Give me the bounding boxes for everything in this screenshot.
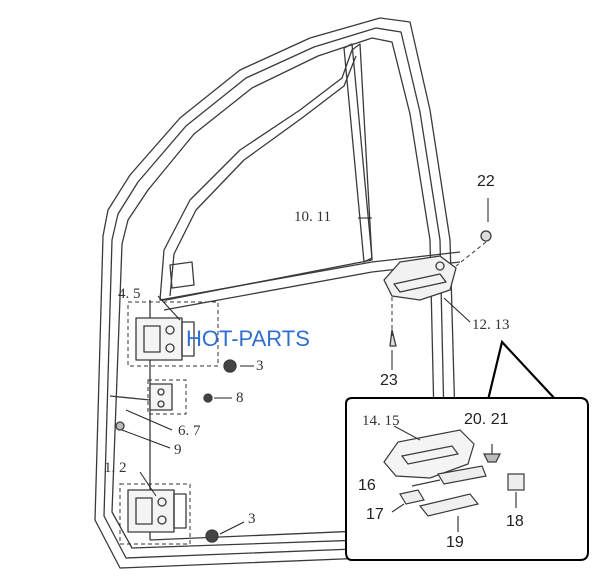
screw-23-drawing — [389, 329, 397, 347]
screw-9-drawing — [115, 421, 125, 431]
detail-inset — [345, 397, 589, 561]
watermark-text: HOT-PARTS — [186, 326, 310, 351]
door-outer-frame — [94, 17, 456, 569]
label-nut-22: 22 — [477, 173, 495, 190]
label-detail-16: 16 — [358, 477, 376, 494]
dashed-box-checker — [147, 379, 187, 415]
label-bolt-8: 8 — [236, 390, 244, 406]
bolt-8-drawing — [203, 393, 213, 403]
sash-pillar — [343, 43, 373, 263]
detail-cap-17 — [391, 489, 425, 513]
mirror-mount — [169, 261, 195, 289]
upper-hinge — [135, 317, 195, 361]
detail-pointer — [486, 339, 557, 401]
label-checker: 6. 7 — [178, 423, 201, 439]
label-bolt-3b: 3 — [248, 511, 256, 527]
label-screw-23: 23 — [380, 372, 398, 389]
label-handle-assembly: 12. 13 — [472, 317, 510, 333]
window-opening — [159, 43, 373, 301]
label-detail-19: 19 — [446, 534, 464, 551]
label-screw-9: 9 — [174, 442, 182, 458]
door-frame-inner-2 — [111, 37, 435, 549]
detail-handle-base — [383, 429, 475, 479]
label-hinge-upper: 4. 5 — [118, 286, 141, 302]
dashed-box-lower-hinge — [119, 483, 191, 545]
bolt-3b-drawing — [205, 529, 219, 543]
nut-22-drawing — [480, 230, 492, 242]
detail-cover-16 — [411, 465, 487, 487]
label-detail-18: 18 — [506, 513, 524, 530]
detail-handle-19 — [418, 493, 480, 532]
label-detail-20-21: 20. 21 — [464, 411, 509, 428]
door-frame-inner-1 — [103, 27, 445, 559]
label-detail-14-15: 14. 15 — [362, 413, 400, 429]
bolt-3a-drawing — [223, 359, 237, 373]
outside-handle-installed — [383, 255, 457, 301]
dashed-22 — [455, 241, 487, 267]
window-sash — [169, 55, 357, 297]
dashed-box-upper-hinge — [127, 301, 219, 367]
label-door-panel: 10. 11 — [294, 209, 331, 225]
door-checker — [109, 383, 173, 411]
lower-hinge — [127, 489, 187, 533]
belt-line — [159, 251, 461, 301]
detail-cap-18 — [507, 473, 525, 508]
label-detail-17: 17 — [366, 506, 384, 523]
detail-screw-20-21 — [483, 444, 501, 463]
label-hinge-lower: 1. 2 — [104, 460, 127, 476]
label-bolt-3a: 3 — [256, 358, 264, 374]
